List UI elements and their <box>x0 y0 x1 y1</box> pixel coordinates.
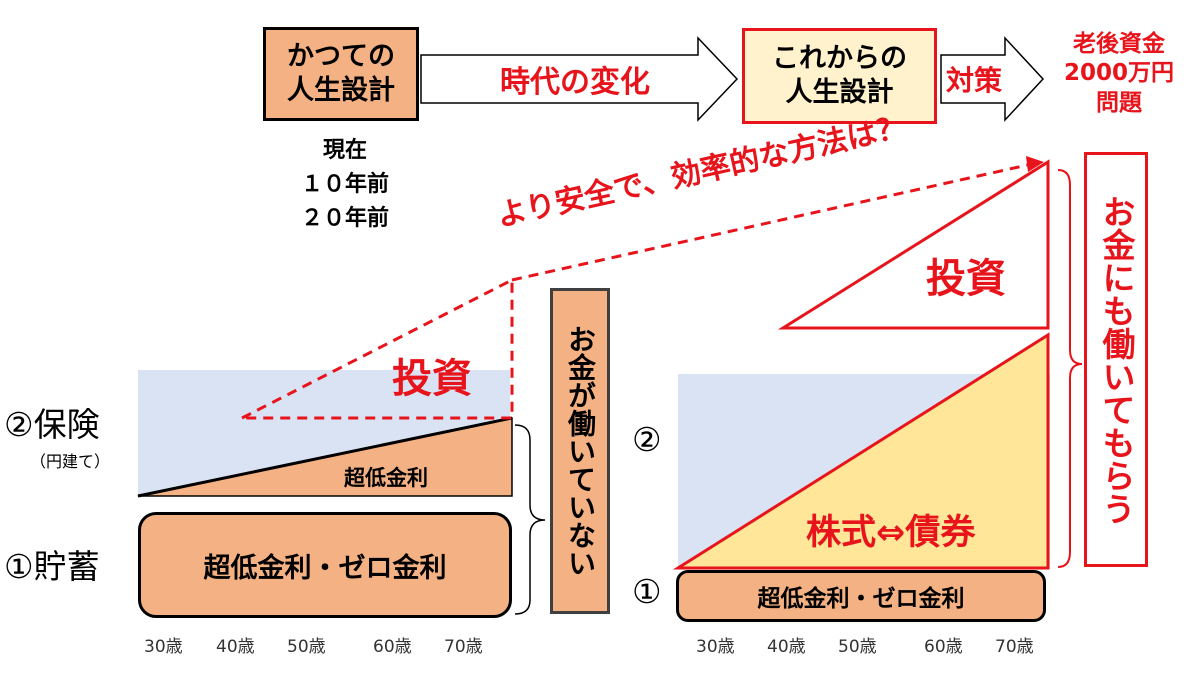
new-design-label: これからの 人生設計 <box>772 43 907 108</box>
left-brace <box>514 424 546 615</box>
left-insurance-sublabel: （円建て） <box>30 452 111 471</box>
time-item: 現在 <box>322 138 367 163</box>
old-design-label: かつての 人生設計 <box>287 41 395 106</box>
age-tick: 60歳 <box>373 637 412 657</box>
left-insurance-rate: 超低金利 <box>344 466 428 490</box>
right-label-1: ① <box>632 572 662 611</box>
old-design-box: かつての 人生設計 <box>263 27 419 121</box>
age-tick: 30歳 <box>696 637 735 657</box>
right-stock-bond-triangle <box>672 332 1050 570</box>
left-insurance-label: ②保険 <box>4 405 100 444</box>
problem-label: 老後資金 2000万円 問題 <box>1063 30 1174 116</box>
change-arrow <box>420 36 739 122</box>
time-item: ２０年前 <box>300 206 389 232</box>
right-vertical-note: お金にも働いてもらう <box>1084 152 1148 567</box>
new-design-box: これからの 人生設計 <box>742 28 937 124</box>
age-tick: 50歳 <box>838 637 877 657</box>
right-brace <box>1057 169 1083 568</box>
age-tick: 60歳 <box>924 637 963 657</box>
question-dashed-line <box>511 162 1033 282</box>
age-tick: 30歳 <box>144 637 183 657</box>
measure-arrow <box>940 36 1045 122</box>
age-tick: 70歳 <box>995 637 1034 657</box>
question-arrowhead <box>1026 156 1044 172</box>
left-vertical-note: お金が働いていない <box>550 288 610 614</box>
times-list: 現在 １０年前 ２０年前 <box>270 134 420 236</box>
left-savings-box: 超低金利・ゼロ金利 <box>138 512 512 618</box>
time-item: １０年前 <box>300 172 389 198</box>
age-tick: 40歳 <box>216 637 255 657</box>
right-label-2: ② <box>632 420 662 459</box>
right-rate-box: 超低金利・ゼロ金利 <box>676 570 1046 622</box>
left-savings-label: ①貯蓄 <box>4 547 100 586</box>
left-invest-label: 投資 <box>392 356 472 402</box>
age-tick: 50歳 <box>287 637 326 657</box>
change-label: 時代の変化 <box>500 65 650 100</box>
left-age-axis: 30歳 40歳 50歳 60歳 70歳 <box>0 632 560 658</box>
right-invest-label: 投資 <box>926 256 1006 302</box>
age-tick: 40歳 <box>767 637 806 657</box>
right-stocks-bonds-label: 株式⇔債券 <box>806 513 976 553</box>
age-tick: 70歳 <box>444 637 483 657</box>
measure-label: 対策 <box>945 64 1002 97</box>
right-invest-triangle <box>777 159 1050 330</box>
right-age-axis: 30歳 40歳 50歳 60歳 70歳 <box>640 632 1100 658</box>
